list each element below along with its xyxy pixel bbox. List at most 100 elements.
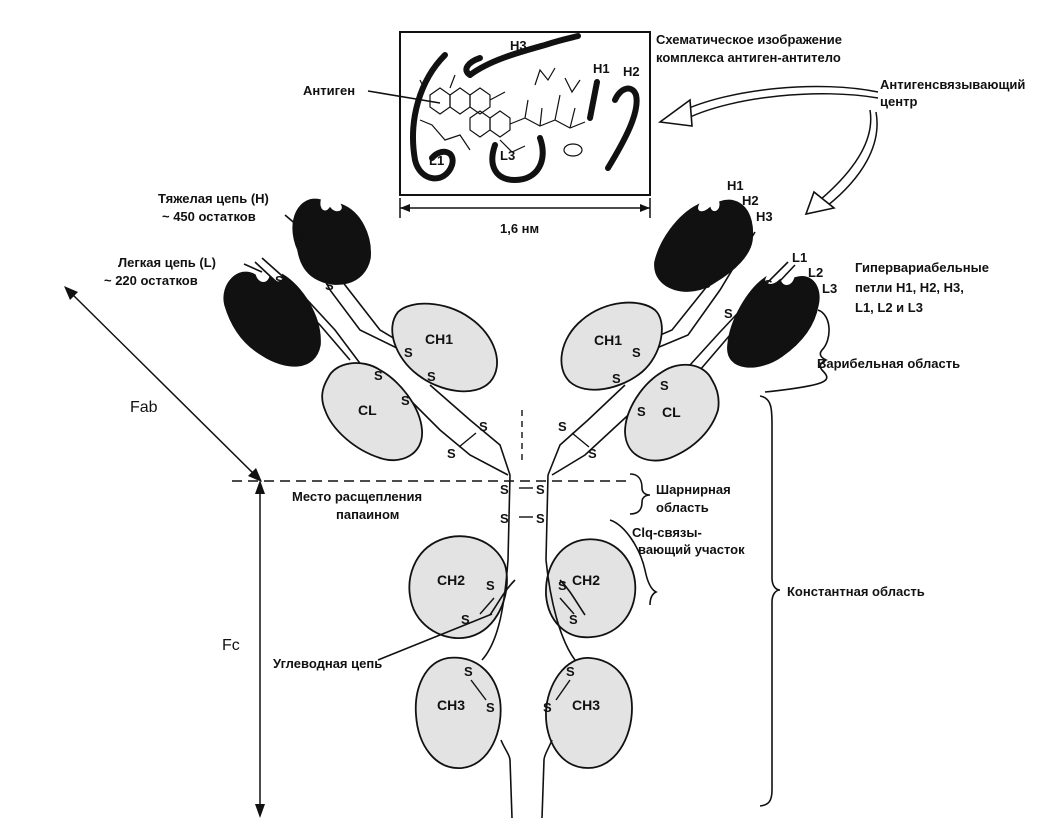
left-ch1-domain: [391, 302, 498, 393]
left-fab-arm: [223, 198, 511, 476]
right-label-l2: L2: [808, 265, 823, 280]
left-s-6: S: [427, 369, 436, 384]
carbohydrate-chain: [489, 579, 516, 616]
hinge-region: [507, 474, 549, 561]
scale-label: 1,6 нм: [500, 221, 539, 236]
hinge-s-4: S: [536, 511, 545, 526]
right-s-1: S: [702, 276, 711, 291]
binding-site-label-line1: Антигенсвязывающий: [880, 77, 1025, 92]
fc-s-3: S: [558, 578, 567, 593]
left-cl-label: CL: [358, 402, 377, 418]
right-ch1-domain: [560, 301, 663, 391]
inset-loop-h1: [587, 79, 600, 121]
right-cl-domain: [624, 363, 720, 462]
hypervariable-label-line3: L1, L2 и L3: [855, 300, 923, 315]
right-label-h3: H3: [756, 209, 773, 224]
fc-s-4: S: [569, 612, 578, 627]
left-s-2: S: [275, 273, 284, 288]
right-ch3-domain: [545, 657, 633, 769]
left-s-5: S: [404, 345, 413, 360]
fc-region: [408, 535, 637, 819]
left-s-1: S: [296, 229, 305, 244]
inset-loop-h3: [467, 33, 581, 78]
right-vl-domain: [727, 275, 820, 368]
right-label-l3: L3: [822, 281, 837, 296]
hypervariable-label-line1: Гипервариабельные: [855, 260, 989, 275]
inset-complex: H3 H1 H2 L1 L3: [399, 31, 651, 196]
right-s-9: S: [588, 446, 597, 461]
antigen-label: Антиген: [303, 83, 355, 98]
c1q-label-line2: вающий участок: [638, 542, 745, 557]
inset-title-line2: комплекса антиген-антитело: [656, 50, 841, 65]
inset-label-l1: L1: [429, 153, 444, 168]
right-s-8: S: [558, 419, 567, 434]
left-s-7: S: [374, 368, 383, 383]
left-ch2-domain: [408, 535, 508, 640]
right-s-7: S: [637, 404, 646, 419]
inset-frame: [399, 31, 651, 196]
fc-s-5: S: [464, 664, 473, 679]
left-ch2-label: CH2: [437, 572, 465, 588]
fc-label: Fc: [222, 637, 240, 654]
right-fab-arm: [547, 199, 820, 476]
left-ch1-label: CH1: [425, 331, 453, 347]
left-s-10: S: [447, 446, 456, 461]
c1q-brace: [609, 519, 658, 606]
inset-loop-l3: [489, 135, 546, 184]
heavy-chain-label-line2: ~ 450 остатков: [162, 209, 256, 224]
left-s-4: S: [325, 278, 334, 293]
left-vh-domain: [292, 198, 371, 285]
c1q-label-line1: Clq-связы-: [632, 525, 702, 540]
right-label-h2: H2: [742, 193, 759, 208]
hinge-brace: [629, 473, 651, 515]
fc-s-7: S: [566, 664, 575, 679]
right-s-4: S: [632, 345, 641, 360]
binding-site-arrows: [657, 85, 879, 216]
hypervariable-label-line2: петли H1, H2, H3,: [855, 280, 964, 295]
inset-label-h1: H1: [593, 61, 610, 76]
hinge-s-1: S: [500, 482, 509, 497]
hinge-label-line2: область: [656, 500, 709, 515]
fc-s-6: S: [486, 700, 495, 715]
right-ch1-label: CH1: [594, 332, 622, 348]
constant-region-brace: [759, 395, 781, 807]
constant-region-label: Константная область: [787, 584, 925, 599]
left-cl-domain: [321, 362, 423, 462]
left-s-3: S: [302, 306, 311, 321]
light-chain-label-line1: Легкая цепь (L): [118, 255, 216, 270]
right-vh-domain: [654, 199, 754, 292]
left-ch3-domain: [414, 656, 502, 769]
heavy-chain-label-line1: Тяжелая цепь (H): [158, 191, 269, 206]
fc-s-8: S: [543, 700, 552, 715]
carbohydrate-label: Углеводная цепь: [273, 656, 382, 671]
hinge-s-3: S: [500, 511, 509, 526]
right-s-5: S: [612, 371, 621, 386]
scale-bar: 1,6 нм: [399, 198, 651, 236]
variable-region-brace: [764, 309, 830, 393]
right-cl-label: CL: [662, 404, 681, 420]
right-s-3: S: [764, 277, 773, 292]
right-ch3-label: CH3: [572, 697, 600, 713]
left-s-9: S: [479, 419, 488, 434]
fab-arrow: [64, 286, 262, 482]
papain-label-line1: Место расщепления: [292, 489, 422, 504]
hinge-label-line1: Шарнирная: [656, 482, 731, 497]
left-ch3-label: CH3: [437, 697, 465, 713]
right-label-l1: L1: [792, 250, 807, 265]
inset-label-h2: H2: [623, 64, 640, 79]
inset-title-line1: Схематическое изображение: [656, 32, 842, 47]
antigen-pointer: [367, 90, 441, 104]
fc-arrow: [255, 480, 265, 818]
inset-label-l3: L3: [500, 148, 515, 163]
fc-s-1: S: [486, 578, 495, 593]
left-vl-domain: [223, 271, 321, 367]
fab-label: Fab: [130, 399, 158, 416]
fc-s-2: S: [461, 612, 470, 627]
right-s-6: S: [660, 378, 669, 393]
inset-antigen-molecule: [419, 67, 586, 157]
right-ch2-label: CH2: [572, 572, 600, 588]
right-label-h1: H1: [727, 178, 744, 193]
binding-site-label-line2: центр: [880, 94, 917, 109]
right-s-2: S: [724, 306, 733, 321]
